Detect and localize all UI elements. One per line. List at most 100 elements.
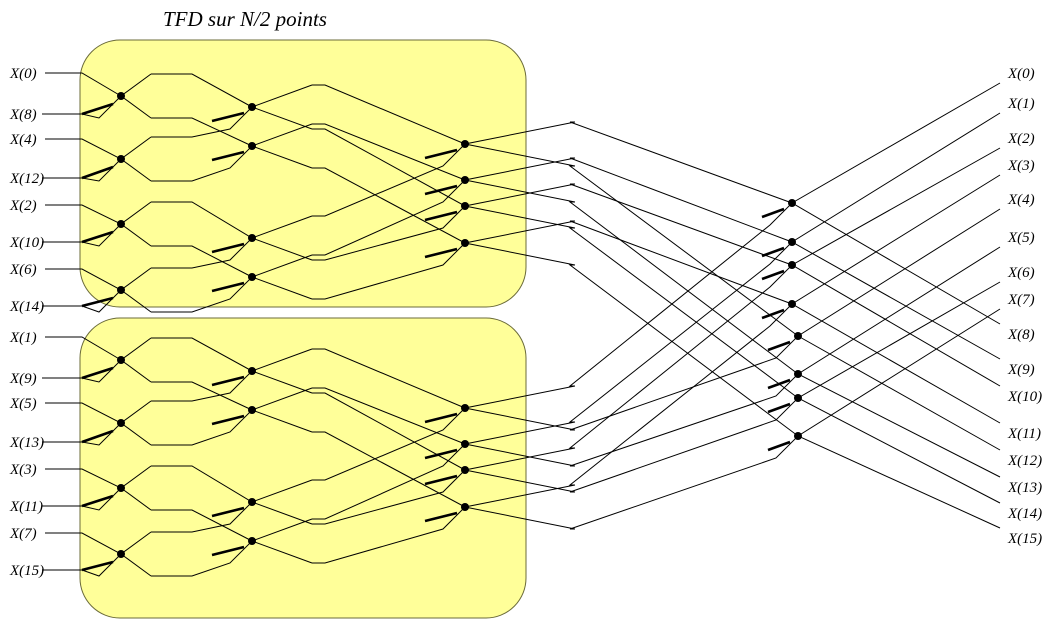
twiddle-arrow — [761, 269, 785, 281]
signal-line — [151, 387, 313, 446]
signal-line — [151, 381, 313, 433]
twiddle-arrow — [211, 375, 245, 387]
twiddle-arrow — [767, 378, 791, 390]
output-label: X(15) — [1007, 531, 1042, 547]
signal-line — [45, 72, 152, 119]
output-label: X(8) — [1007, 327, 1035, 343]
signal-line — [312, 385, 576, 481]
signal-line — [151, 518, 313, 577]
butterfly-node — [461, 503, 469, 511]
butterfly-node — [794, 332, 802, 340]
signal-line — [151, 509, 313, 564]
signal-line — [151, 254, 313, 313]
twiddle-arrow — [767, 440, 791, 452]
signal-line — [45, 532, 152, 577]
output-label: X(12) — [1007, 453, 1042, 469]
butterfly-node — [461, 176, 469, 184]
signal-line — [45, 268, 152, 313]
signal-line — [569, 308, 1001, 530]
output-label: X(7) — [1007, 292, 1035, 308]
signal-line — [42, 337, 152, 383]
butterfly-node — [794, 370, 802, 378]
butterfly-node — [461, 140, 469, 148]
twiddle-arrow — [761, 246, 785, 258]
butterfly-node — [117, 484, 125, 492]
signal-line — [569, 220, 1001, 424]
twiddle-arrow — [424, 184, 458, 196]
butterfly-node — [117, 550, 125, 558]
butterfly-node — [248, 406, 256, 414]
signal-line — [312, 431, 576, 530]
output-label: X(11) — [1007, 426, 1041, 442]
signal-line — [45, 468, 152, 511]
twiddle-arrow — [761, 207, 785, 219]
input-label: X(5) — [9, 396, 37, 412]
twiddle-arrow — [424, 511, 458, 523]
signal-line — [568, 174, 1001, 486]
input-label: X(0) — [9, 66, 37, 82]
input-label: X(6) — [9, 262, 37, 278]
input-label: X(4) — [9, 132, 37, 148]
butterfly-node — [248, 273, 256, 281]
signal-line — [151, 245, 313, 300]
twiddle-arrow — [761, 308, 785, 320]
input-label: X(11) — [9, 499, 43, 515]
signal-line — [312, 121, 576, 217]
twiddle-arrow — [81, 165, 114, 180]
butterfly-node — [248, 103, 256, 111]
output-label: X(3) — [1007, 158, 1035, 174]
signal-line — [151, 117, 313, 169]
twiddle-arrow — [81, 366, 114, 380]
twiddle-arrow — [211, 506, 245, 518]
signal-line — [151, 123, 313, 182]
signal-line — [312, 484, 576, 564]
output-label: X(9) — [1007, 362, 1035, 378]
signal-line — [569, 121, 1001, 325]
butterfly-node — [461, 466, 469, 474]
butterfly-nodes — [117, 92, 802, 558]
twiddle-arrow — [81, 494, 114, 508]
butterfly-node — [248, 498, 256, 506]
twiddle-arrow — [424, 247, 458, 259]
twiddle-arrow — [81, 560, 114, 572]
signal-line — [569, 246, 1001, 467]
signal-line — [568, 147, 1001, 449]
input-label: X(1) — [9, 330, 37, 346]
input-label: X(8) — [9, 107, 37, 123]
signal-line — [45, 138, 152, 182]
signal-line — [312, 128, 576, 229]
signal-line — [312, 387, 576, 467]
twiddle-arrow — [211, 545, 245, 557]
input-label: X(7) — [9, 526, 37, 542]
butterfly-node — [117, 356, 125, 364]
signal-line — [151, 201, 313, 261]
signal-line — [151, 215, 313, 269]
input-label: X(15) — [9, 563, 44, 579]
butterfly-node — [117, 92, 125, 100]
input-label: X(13) — [9, 435, 44, 451]
output-label: X(13) — [1007, 480, 1042, 496]
butterfly-node — [788, 300, 796, 308]
butterfly-node — [794, 432, 802, 440]
signal-line — [568, 112, 1001, 423]
butterfly-node — [461, 202, 469, 210]
twiddle-arrow — [81, 230, 114, 244]
output-label: X(10) — [1007, 389, 1042, 405]
signal-line — [151, 465, 313, 525]
twiddle-arrows — [81, 102, 791, 572]
twiddle-arrow — [767, 402, 791, 414]
butterfly-node — [117, 286, 125, 294]
signal-line — [42, 73, 152, 119]
butterfly-node — [248, 367, 256, 375]
signal-line — [568, 201, 1001, 478]
twiddle-arrow — [81, 102, 114, 116]
butterfly-node — [117, 155, 125, 163]
twiddle-arrow — [211, 150, 245, 162]
signal-line — [151, 479, 313, 533]
twiddle-arrow — [211, 242, 245, 254]
signal-line — [568, 264, 1001, 529]
signal-line — [312, 392, 576, 493]
output-label: X(5) — [1007, 230, 1035, 246]
signal-line — [312, 220, 576, 300]
